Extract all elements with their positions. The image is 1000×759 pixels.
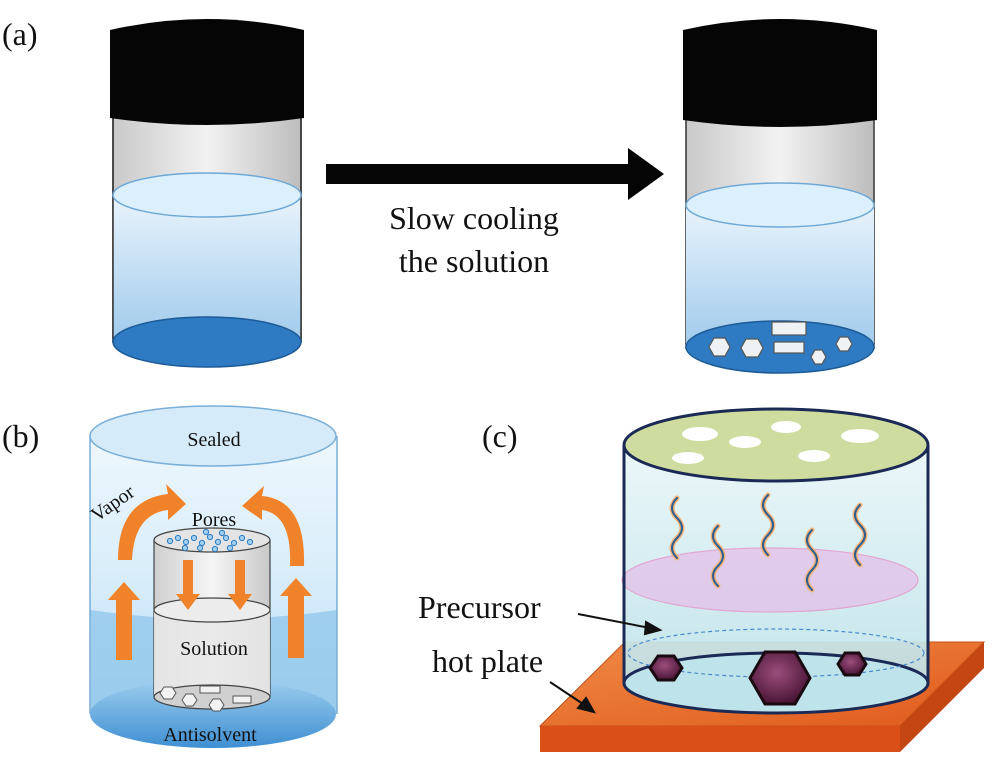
evaporation-layer xyxy=(621,547,919,613)
process-arrow: Slow cooling the solution xyxy=(326,148,664,279)
crystal-large xyxy=(748,650,812,706)
solution-surface xyxy=(112,172,302,218)
vial-bottom xyxy=(112,316,302,368)
panel-a-label: (a) xyxy=(2,16,38,52)
crystal xyxy=(740,338,764,358)
arrow-text-line-1: Slow cooling xyxy=(389,200,559,236)
solution-label: Solution xyxy=(180,638,248,660)
arrow-head xyxy=(628,148,664,200)
vapor-arrows xyxy=(108,484,312,660)
crystal xyxy=(771,321,807,336)
crystal xyxy=(810,349,827,365)
pores xyxy=(166,528,254,553)
hot-plate-pointer xyxy=(549,681,587,707)
hot-plate-side xyxy=(900,642,984,752)
antisolvent-bottom xyxy=(90,680,336,748)
precursor-label: Precursor xyxy=(418,589,541,625)
crystal xyxy=(835,336,853,352)
curved-arrow-left xyxy=(118,484,186,560)
hot-plate-front xyxy=(540,726,900,752)
arrow-shaft xyxy=(326,164,630,184)
pores-label: Pores xyxy=(192,509,237,531)
beaker-lid xyxy=(622,407,930,483)
panel-b-label: (b) xyxy=(2,418,39,454)
perovskite-crystals xyxy=(648,650,868,706)
crystals xyxy=(708,321,853,365)
vial-lid xyxy=(110,19,304,125)
panel-c: (c) xyxy=(418,407,986,752)
vial-before xyxy=(110,19,304,368)
precursor-pointer xyxy=(577,613,651,629)
crystal-small-right xyxy=(836,651,868,677)
down-arrow-left xyxy=(176,560,200,610)
arrow-text-line-2: the solution xyxy=(399,243,549,279)
pointer-arrows xyxy=(549,613,663,714)
vapor-lines xyxy=(669,492,868,593)
hot-plate-pointer-head xyxy=(576,696,597,714)
hot-plate-label: hot plate xyxy=(432,643,543,679)
inner-solution-surface xyxy=(153,597,271,623)
panel-a: (a) Slow cooling the solution xyxy=(2,16,877,374)
crystal-small-left xyxy=(648,654,684,682)
vial-after xyxy=(683,19,877,374)
lid-holes xyxy=(672,421,879,464)
panel-b: (b) Sealed Pores Solution Antisolvent xyxy=(2,405,338,748)
vial-lid xyxy=(683,19,877,127)
inner-crystals xyxy=(159,685,252,712)
sealed-lid xyxy=(89,405,337,467)
down-arrow-right xyxy=(228,560,252,610)
panel-c-label: (c) xyxy=(482,418,518,454)
precursor-pointer-head xyxy=(643,620,663,636)
up-arrow-right xyxy=(280,578,312,658)
solution-surface xyxy=(685,182,875,228)
crystal xyxy=(708,337,731,357)
crystal xyxy=(773,341,805,354)
curved-arrow-right xyxy=(242,486,305,566)
antisolvent-label: Antisolvent xyxy=(163,724,257,746)
precursor-surface xyxy=(627,628,925,678)
sealed-label: Sealed xyxy=(187,429,240,451)
beaker xyxy=(621,407,930,715)
up-arrow-left xyxy=(108,582,140,660)
